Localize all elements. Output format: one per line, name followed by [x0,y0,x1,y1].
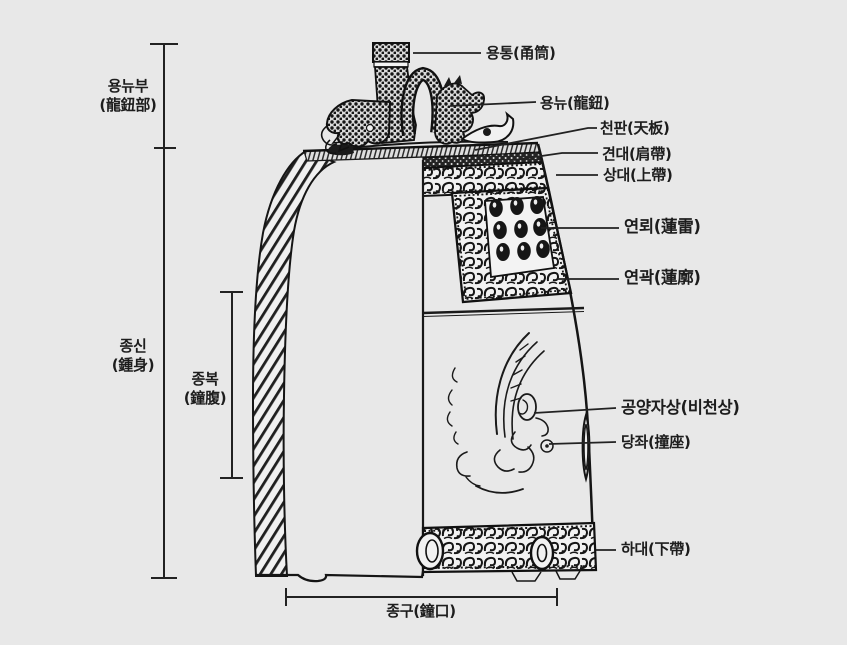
apsara-figure [446,332,549,494]
label-yeonroe: 연뢰(蓮雷) [624,217,701,236]
label-gongyangjasang: 공양자상(비천상) [621,398,740,417]
bell-mouth-rim [256,570,581,583]
label-jongbok-line2: (鐘腹) [183,389,227,407]
dragon-hook-illustration [320,42,515,156]
label-yongnyubu-line2: (龍鈕部) [99,96,157,114]
label-sangdae: 상대(上帶) [603,166,673,184]
lower-band [415,521,598,574]
bell-wall-section [251,149,337,577]
label-gyeondae: 견대(肩帶) [602,145,672,163]
measurement-lines [150,43,558,606]
leader-lines [413,52,619,551]
bell-body-illustration [251,141,598,583]
label-yongnyu: 용뉴(龍鈕) [540,94,610,112]
label-yongnyubu: 용뉴부 (龍鈕部) [99,77,157,115]
label-cheonpan: 천판(天板) [600,119,670,137]
label-jongbok-line1: 종복 [191,370,219,388]
label-yongnyubu-line1: 용뉴부 [107,77,149,95]
label-jongsin: 종신 (鍾身) [112,337,155,375]
label-jonggu: 종구(鐘口) [386,602,456,620]
label-yeongwak: 연곽(蓮廓) [624,268,701,287]
label-dangjwa: 당좌(撞座) [621,433,691,451]
body-divider-line [422,306,585,317]
striking-seat [540,439,554,453]
label-jongbok: 종복 (鐘腹) [184,370,227,408]
label-jongsin-line1: 종신 [119,337,147,355]
label-hadae: 하대(下帶) [621,540,691,558]
label-yongtong: 용통(甬筒) [486,44,556,62]
lotus-bosses [489,196,550,261]
striking-seat-profile [581,411,591,483]
label-jongsin-line2: (鍾身) [111,356,155,374]
